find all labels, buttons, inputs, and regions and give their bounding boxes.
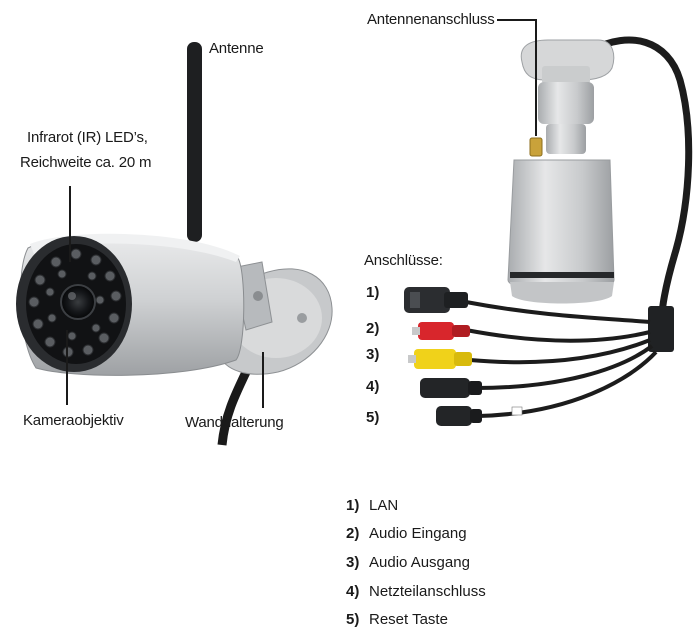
label-kameraobjektiv: Kameraobjektiv: [23, 412, 124, 429]
label-ir-leds-line1: Infrarot (IR) LED’s,: [27, 129, 148, 146]
label-wandhalterung: Wandhalterung: [185, 414, 284, 431]
connector-number-1: 1): [366, 284, 380, 301]
connector-number-2: 2): [366, 320, 380, 337]
legend-text: LAN: [369, 496, 399, 514]
mount-cable: [217, 366, 253, 446]
audio-out-connector: [408, 349, 472, 369]
legend-item: 1) LAN: [346, 491, 486, 520]
reset-button-connector: [436, 406, 482, 426]
lens: [60, 284, 96, 320]
antenna-port: [529, 137, 543, 157]
connector-number-4: 4): [366, 378, 380, 395]
connector-number-3: 3): [366, 346, 380, 363]
legend-item: 5) Reset Taste: [346, 605, 486, 634]
leader-lines-left: [66, 186, 264, 408]
label-anschluesse: Anschlüsse:: [364, 252, 443, 269]
legend-text: Audio Eingang: [369, 525, 467, 543]
legend-text: Netzteilanschluss: [369, 582, 486, 600]
label-antennenanschluss: Antennenanschluss: [367, 11, 495, 28]
legend-number: 1): [346, 496, 360, 514]
bullet-camera: [16, 42, 333, 446]
stem: [538, 82, 594, 124]
legend-item: 2) Audio Eingang: [346, 520, 486, 549]
ceiling-camera: [507, 36, 693, 317]
legend-number: 5): [346, 611, 360, 629]
antenna: [187, 42, 202, 242]
connector-number-5: 5): [366, 409, 380, 426]
label-ir-leds-line2: Reichweite ca. 20 m: [20, 154, 152, 171]
legend-text: Audio Ausgang: [369, 553, 470, 571]
cable-splitter: [648, 306, 674, 352]
legend-number: 3): [346, 553, 360, 571]
audio-in-connector: [412, 322, 470, 340]
legend-number: 4): [346, 582, 360, 600]
wall-bracket: [216, 261, 333, 375]
power-connector: [420, 378, 482, 398]
cable-harness: [404, 287, 674, 426]
ir-leds: [28, 248, 122, 358]
label-antenne: Antenne: [209, 40, 264, 57]
legend-number: 2): [346, 525, 360, 543]
camera-body: [507, 159, 615, 291]
legend-item: 3) Audio Ausgang: [346, 548, 486, 577]
connector-legend: 1) LAN 2) Audio Eingang 3) Audio Ausgang…: [346, 491, 486, 634]
main-cable: [590, 36, 693, 317]
lan-connector: [404, 287, 468, 313]
leader-antennenanschluss: [497, 19, 537, 136]
legend-text: Reset Taste: [369, 611, 448, 629]
legend-item: 4) Netzteilanschluss: [346, 577, 486, 606]
